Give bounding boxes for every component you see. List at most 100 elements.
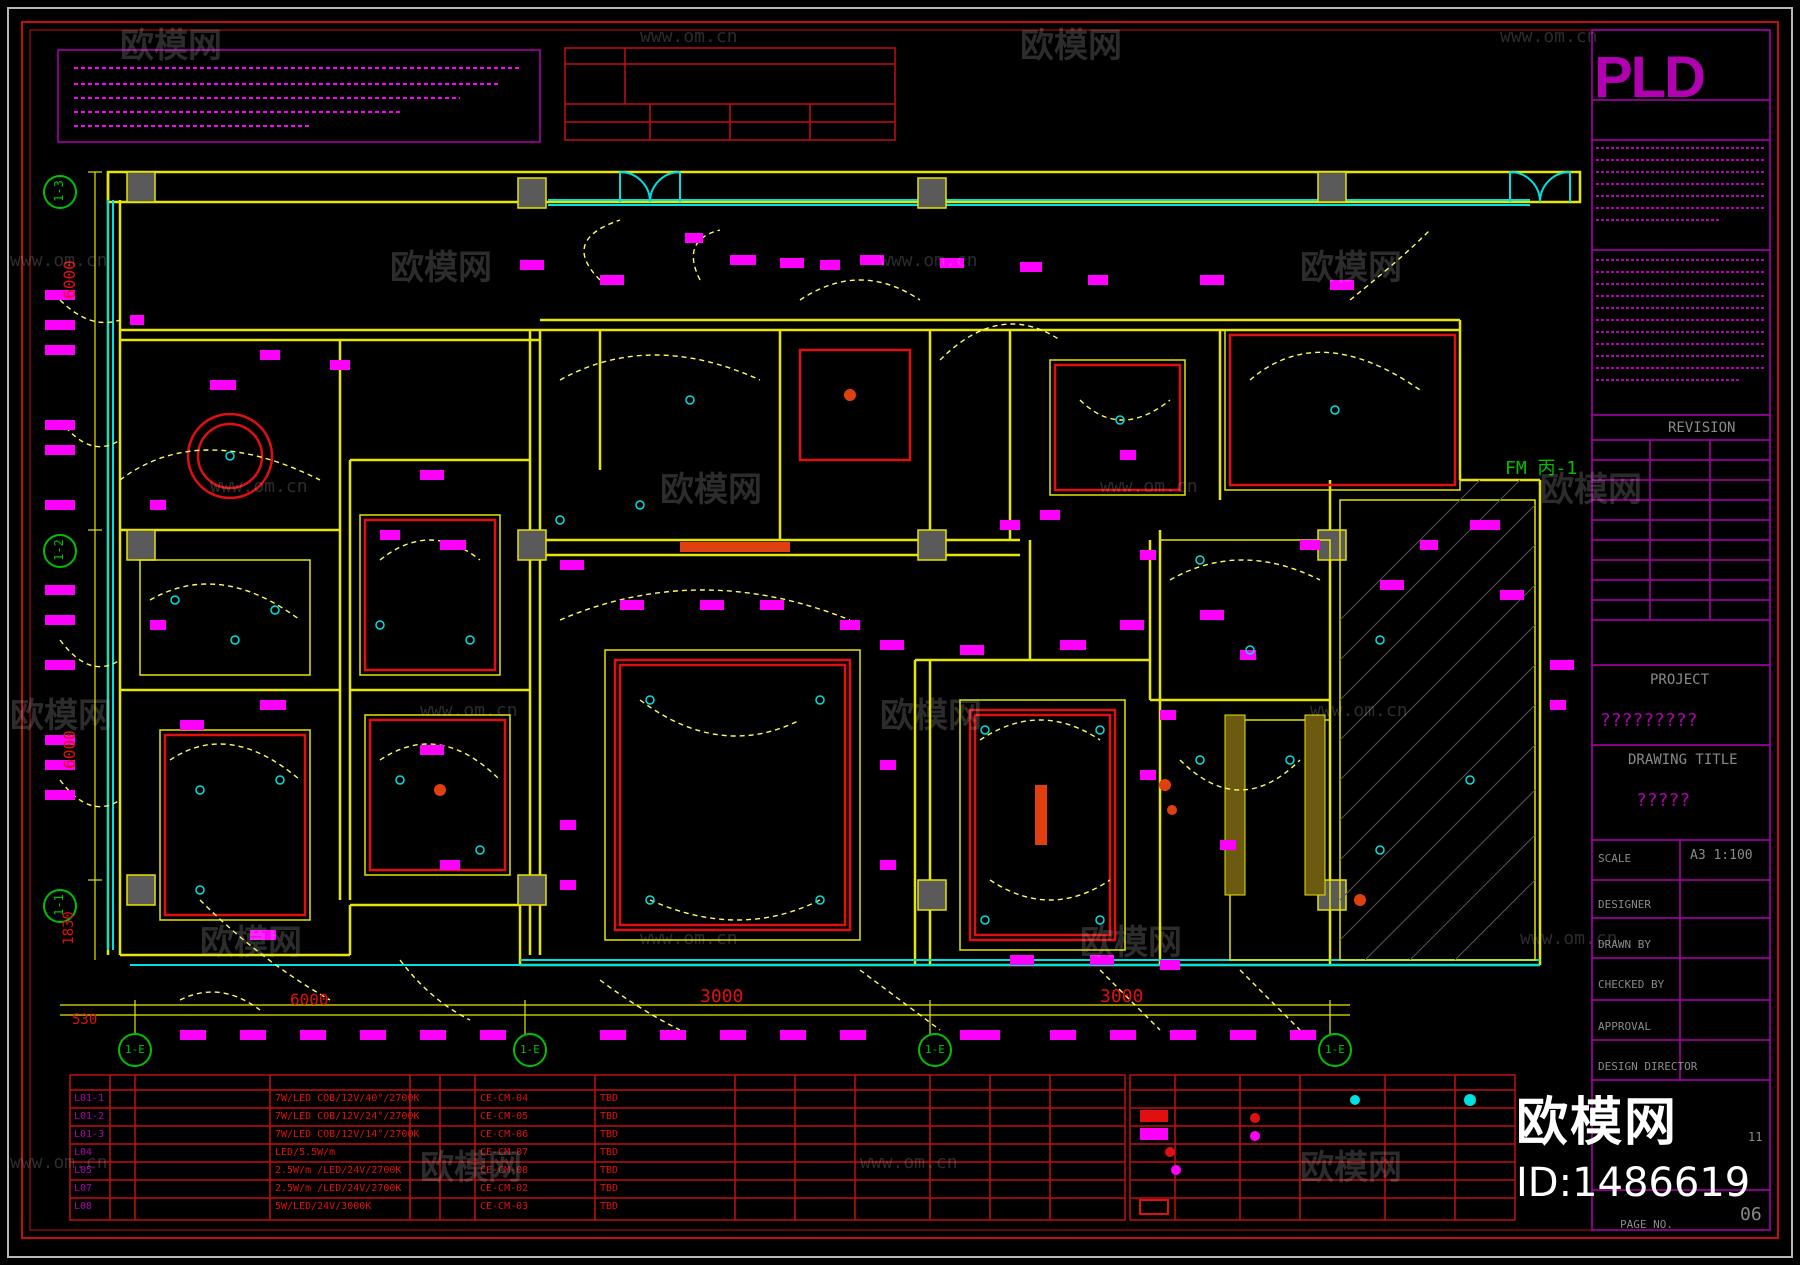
page-no-label: PAGE NO. [1620,1218,1673,1231]
red-frame [21,21,1779,1239]
legend-cell: 7W/LED COB/12V/40°/2700K [275,1093,420,1104]
legend-cell: TBD [600,1183,619,1194]
legend-cell: L01-3 [74,1129,105,1140]
legend-cell: CE-CM-02 [480,1183,529,1194]
legend-cell: TBD [600,1111,619,1122]
notes-box [57,49,541,143]
legend-cell: L05 [74,1165,93,1176]
legend-cell: 7W/LED COB/12V/24°/2700K [275,1111,420,1122]
info-table [564,47,896,141]
windows [107,171,1571,966]
legend-cell: CE-CM-05 [480,1111,529,1122]
watermark-brand: 欧模网 [1080,923,1182,963]
outer-frame [7,7,1793,1258]
legend-cell: 2.5W/m /LED/24V/2700K [275,1165,402,1176]
company-logo: PLD [1594,45,1706,110]
drawing-title-value: ????? [1636,790,1691,811]
dimension-left-1: 1830 [60,911,77,945]
title-block [1591,29,1771,1231]
watermark-brand: 欧模网 [1300,1148,1402,1188]
room-tag: FM 丙-1 [1505,458,1578,479]
watermark-url: www.om.cn [1100,476,1198,497]
fixture-labels [45,233,1574,1040]
watermark-brand: 欧模网 [120,26,222,66]
legend-table [69,1074,1516,1221]
watermark-url: www.om.cn [1500,26,1598,47]
project-value: ????????? [1600,710,1698,731]
watermark-brand-large: 欧模网 [1516,1093,1679,1153]
bottom-mark-1: 1-E [125,1043,145,1056]
legend-cell: TBD [600,1165,619,1176]
legend-cell: L07 [74,1183,93,1194]
revision-label: REVISION [1668,420,1736,436]
hatched-area [1339,479,1536,961]
legend-cell: LED/5.5W/m [275,1147,336,1158]
watermark-brand: 欧模网 [1540,470,1642,510]
watermark-url: www.om.cn [640,928,738,949]
drawn-by-label: DRAWN BY [1598,938,1651,951]
dimension-bottom-2: 3000 [700,986,744,1007]
watermark-brand: 欧模网 [390,248,492,288]
accent-fixtures [434,389,1366,906]
gold-panel-2 [1304,714,1326,896]
gold-panel [1224,714,1246,896]
legend-symbols [1139,1094,1476,1215]
bottom-mark-4: 1-E [1325,1043,1345,1056]
watermark-url: www.om.cn [1520,928,1618,949]
page-no-value: 06 [1740,1204,1762,1225]
dimension-bottom-1: 6000 [290,990,329,1009]
watermark-id: ID:1486619 [1516,1160,1751,1206]
dimension-lines [60,171,1350,1040]
legend-cell: TBD [600,1147,619,1158]
watermark-brand: 欧模网 [10,696,112,736]
legend-cell: TBD [600,1093,619,1104]
dimension-bottom-3: 3000 [1100,986,1144,1007]
section-mark-1-3: 1-3 [51,180,66,202]
dimension-bottom-4: 530 [72,1012,98,1028]
scale-value: A3 1:100 [1690,848,1753,863]
cyan-fixtures [170,395,1475,925]
legend-cell: TBD [600,1129,619,1140]
watermark-url: www.om.cn [10,250,108,271]
legend-cell: 7W/LED COB/12V/14°/2700K [275,1129,420,1140]
legend-cell: CE-CM-03 [480,1201,529,1212]
legend-cell: CE-CM-06 [480,1129,529,1140]
legend-cell: CE-CM-07 [480,1147,529,1158]
scale-label: SCALE [1598,852,1632,865]
designer-label: DESIGNER [1598,898,1651,911]
legend-cell: CE-CM-04 [480,1093,529,1104]
legend-cell: L08 [74,1201,93,1212]
watermark-url: www.om.cn [880,250,978,271]
legend-cell: 2.5W/m /LED/24V/2700K [275,1183,402,1194]
title-block-notes [1596,147,1765,381]
legend-cell: TBD [600,1201,619,1212]
watermark-url: www.om.cn [210,476,308,497]
section-mark-1-2: 1-2 [51,539,66,561]
watermark-brand: 欧模网 [1300,248,1402,288]
watermark-brand: 欧模网 [660,470,762,510]
watermark-brand: 欧模网 [200,923,302,963]
watermark-brand: 欧模网 [420,1148,522,1188]
watermark-brand: 欧模网 [880,696,982,736]
legend-cell: L04 [74,1147,93,1158]
bottom-mark-3: 1-E [925,1043,945,1056]
axis-markers [43,175,1352,1067]
inner-frame [29,29,1771,1231]
watermark-brand: 欧模网 [1020,26,1122,66]
sheet-ref: 11 [1748,1130,1763,1144]
watermark-url: www.om.cn [860,1152,958,1173]
checked-by-label: CHECKED BY [1598,978,1665,991]
ceiling-outlines [163,333,1457,942]
approval-label: APPROVAL [1598,1020,1651,1033]
watermark-url: www.om.cn [420,700,518,721]
watermark-url: www.om.cn [640,26,738,47]
bottom-mark-2: 1-E [520,1043,540,1056]
columns [126,171,1347,911]
legend-cell: L01-1 [74,1093,105,1104]
project-label: PROJECT [1650,672,1710,688]
legend-cell: L01-2 [74,1111,105,1122]
watermark-url: www.om.cn [10,1152,108,1173]
drawing-title-label: DRAWING TITLE [1628,752,1738,768]
watermark-url: www.om.cn [1310,700,1408,721]
legend-cell: CE-CM-08 [480,1165,529,1176]
